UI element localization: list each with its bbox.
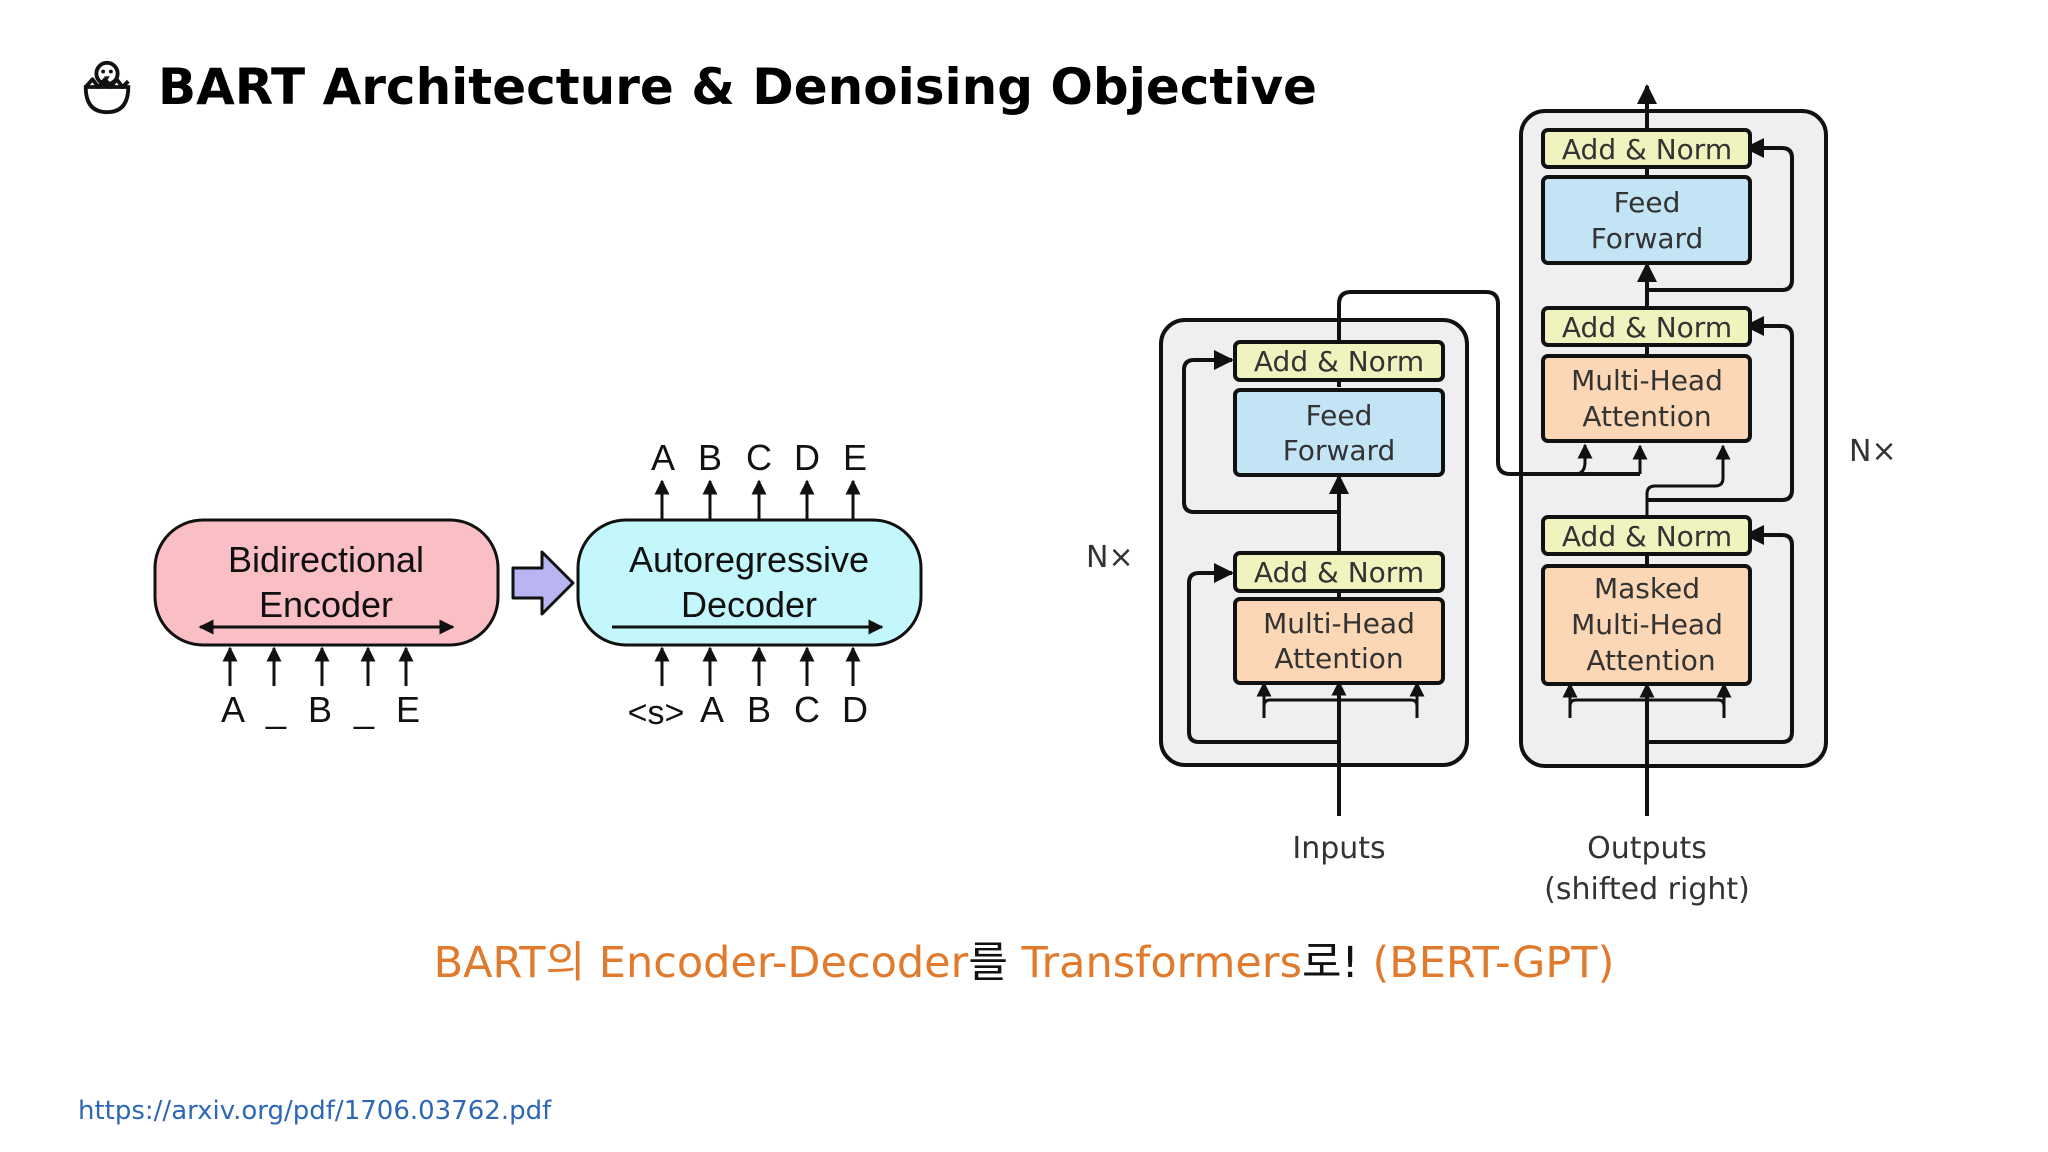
encoder-nx-label: N× (1086, 540, 1134, 575)
decoder-label-2: Decoder (681, 584, 817, 625)
decoder-nx-label: N× (1849, 434, 1897, 469)
encoder-label-2: Encoder (259, 584, 393, 625)
encoder-output-line (1337, 290, 1640, 476)
transformer-diagram: Add & Norm Feed Forward Add & Norm Multi… (1086, 84, 1897, 907)
decoder-input-token: A (700, 689, 724, 730)
hatching-chick-icon (83, 60, 131, 115)
caption: BART의 Encoder-Decoder를 Transformers로! (B… (0, 928, 2048, 990)
decoder-output-token: E (843, 437, 867, 478)
encoder-feed-forward (1233, 388, 1445, 477)
decoder-add-norm-top (1541, 128, 1752, 169)
multi-head-label-2: Attention (1582, 400, 1711, 433)
feed-forward-label-2: Forward (1283, 434, 1396, 467)
encoder-residual-2 (1182, 350, 1339, 514)
source-link[interactable]: https://arxiv.org/pdf/1706.03762.pdf (78, 1096, 552, 1126)
decoder-output-token: A (651, 437, 675, 478)
outputs-label-1: Outputs (1587, 831, 1707, 866)
caption-part-dark: 를 (968, 938, 1022, 988)
encoder-input-token: _ (265, 689, 287, 730)
multi-head-label-1: Multi-Head (1571, 364, 1723, 397)
encoder-input-token: B (308, 689, 332, 730)
decoder-add-norm-middle (1541, 306, 1752, 347)
encoder-input-token: E (396, 689, 420, 730)
feed-forward-label-1: Feed (1614, 186, 1681, 219)
add-norm-label: Add & Norm (1562, 311, 1732, 344)
decoder-box (576, 518, 923, 647)
caption-part-dark: 로! (1301, 938, 1373, 988)
encoder-add-norm-top (1233, 340, 1445, 382)
encoder-box (153, 518, 500, 647)
decoder-masked-attention (1541, 564, 1752, 686)
encoder-stack (1159, 318, 1469, 767)
inputs-label: Inputs (1292, 831, 1385, 866)
caption-part-accent: Transformers (1021, 938, 1302, 988)
encoder-to-decoder-arrow (511, 550, 575, 616)
decoder-input-token: D (842, 689, 868, 730)
page-title: BART Architecture & Denoising Objective (78, 52, 1317, 122)
cross-attn-k-arrow (1574, 443, 1593, 476)
decoder-input-token: B (747, 689, 771, 730)
decoder-input-token: <s> (628, 694, 685, 732)
multi-head-label-1: Multi-Head (1263, 607, 1415, 640)
multi-head-label-2: Attention (1274, 642, 1403, 675)
add-norm-label: Add & Norm (1254, 345, 1424, 378)
outputs-label-2: (shifted right) (1544, 872, 1750, 907)
caption-part-accent: (BERT-GPT) (1372, 938, 1615, 988)
masked-label-2: Multi-Head (1571, 608, 1723, 641)
decoder-label-1: Autoregressive (629, 539, 869, 580)
decoder-output-token: C (746, 437, 772, 478)
feed-forward-label-1: Feed (1306, 399, 1373, 432)
encoder-multi-head-attention (1233, 597, 1445, 685)
decoder-feed-forward (1541, 175, 1752, 265)
decoder-residual-1 (1647, 525, 1794, 744)
masked-label-1: Masked (1594, 572, 1700, 605)
encoder-add-norm-bottom (1233, 551, 1445, 593)
bart-diagram: Bidirectional Encoder Autoregressive Dec… (153, 437, 923, 732)
encoder-input-token: _ (353, 689, 375, 730)
decoder-input-token: C (794, 689, 820, 730)
decoder-output-token: B (698, 437, 722, 478)
decoder-cross-attention (1541, 354, 1752, 443)
decoder-residual-3 (1647, 138, 1794, 292)
decoder-residual-2 (1647, 316, 1794, 502)
encoder-residual-1 (1187, 563, 1339, 744)
caption-part-accent: BART의 Encoder-Decoder (433, 938, 969, 988)
masked-label-3: Attention (1586, 644, 1715, 677)
add-norm-label: Add & Norm (1562, 520, 1732, 553)
decoder-output-token: D (794, 437, 820, 478)
encoder-label-1: Bidirectional (228, 539, 424, 580)
decoder-norm-to-cross (1645, 444, 1731, 518)
feed-forward-label-2: Forward (1591, 222, 1704, 255)
add-norm-label: Add & Norm (1562, 133, 1732, 166)
add-norm-label: Add & Norm (1254, 556, 1424, 589)
encoder-input-token: A (221, 689, 245, 730)
decoder-add-norm-bottom (1541, 515, 1752, 556)
title-text: BART Architecture & Denoising Objective (158, 58, 1317, 116)
